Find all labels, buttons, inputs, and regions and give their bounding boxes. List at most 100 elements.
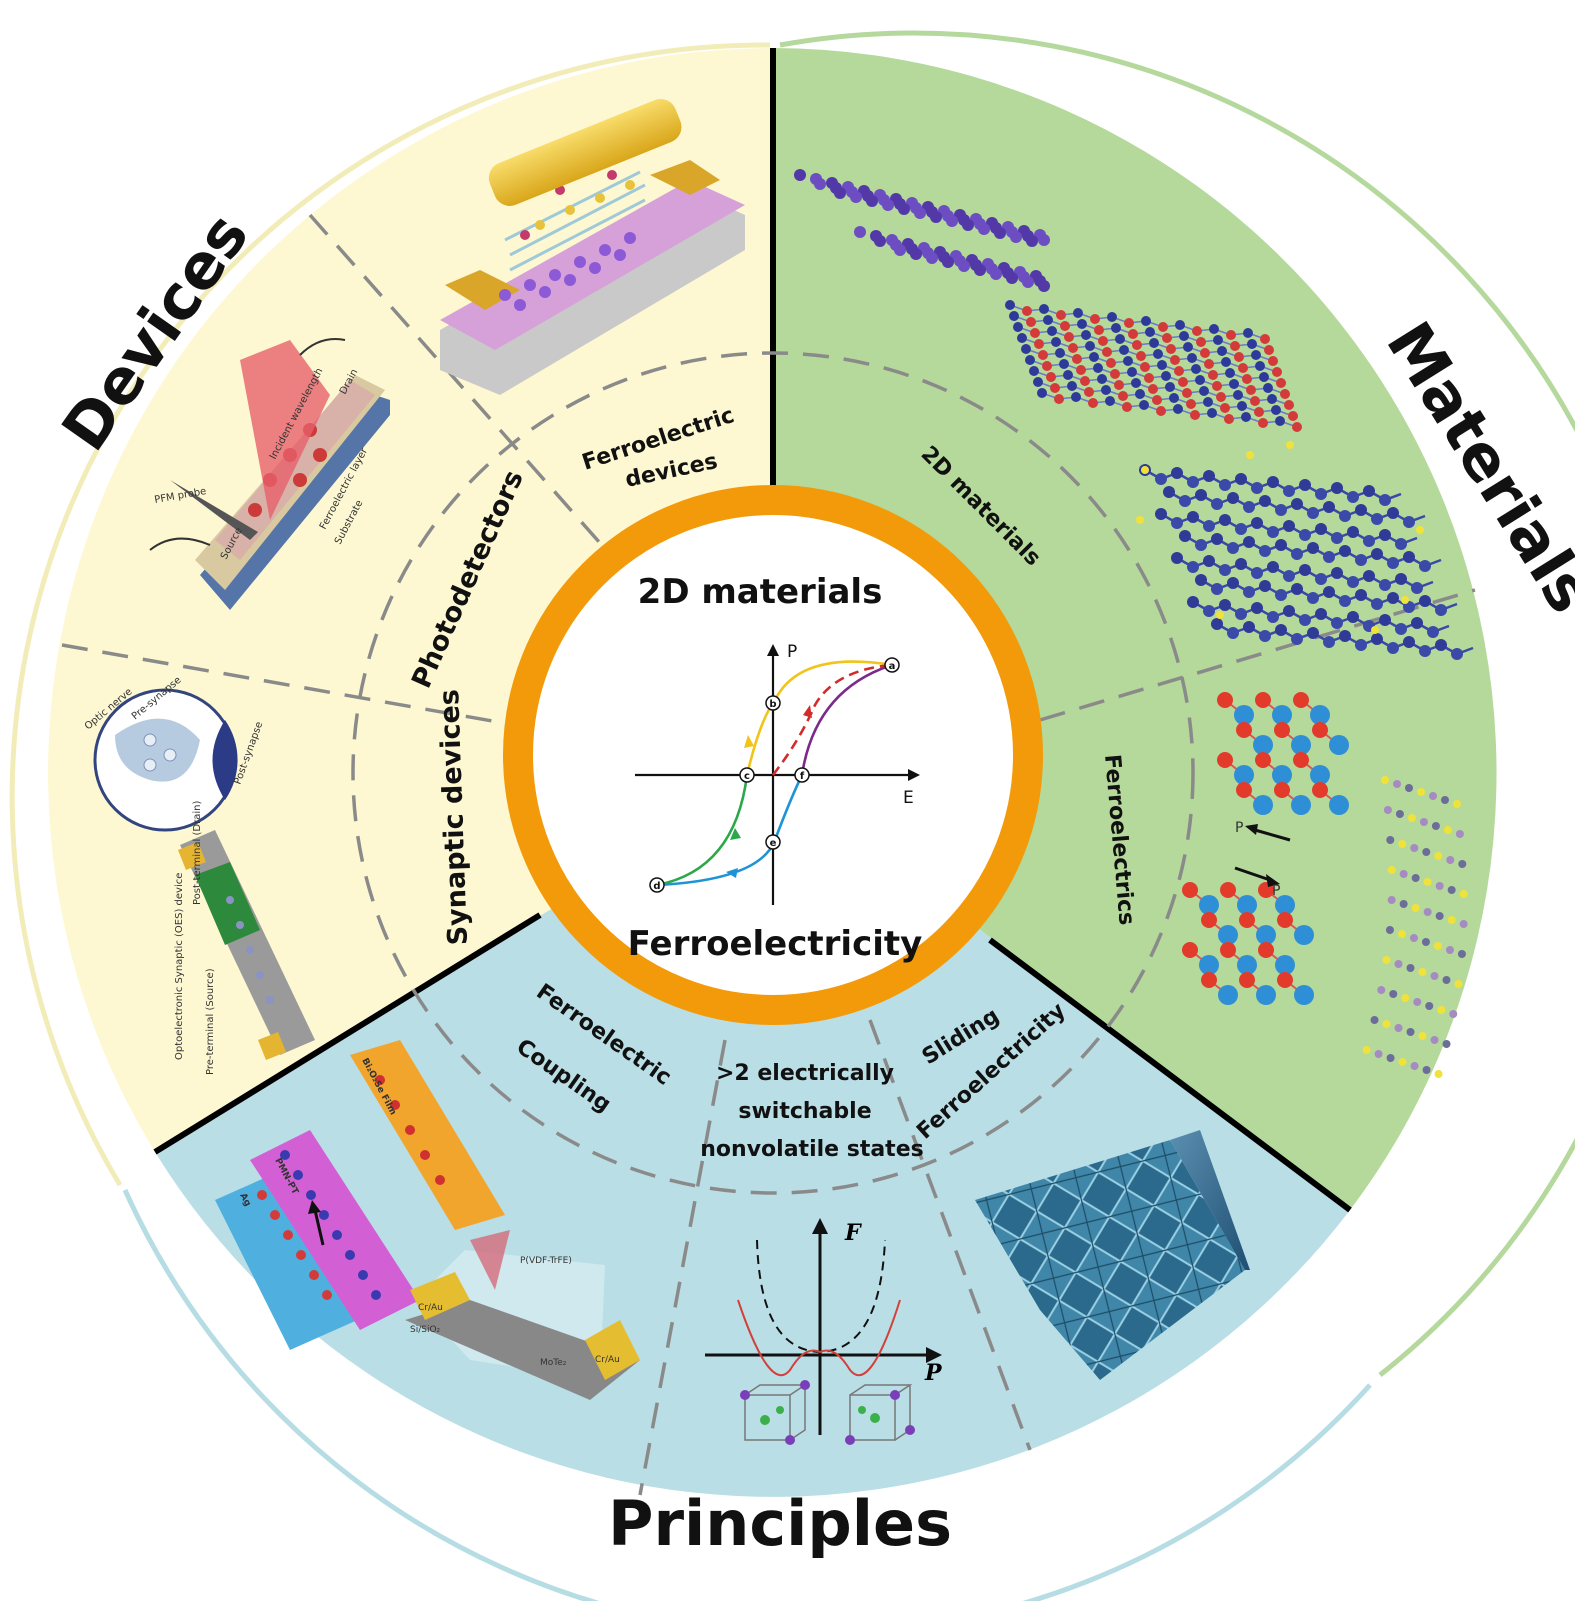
atom <box>1275 955 1295 975</box>
atom <box>1422 1066 1431 1074</box>
atom <box>1166 344 1176 354</box>
atom <box>1458 860 1467 868</box>
atom <box>1237 401 1247 411</box>
atom <box>1089 352 1099 362</box>
atom <box>1127 367 1137 377</box>
atom <box>1395 573 1407 585</box>
atom <box>1203 397 1213 407</box>
atom <box>1013 322 1023 332</box>
atom <box>1443 826 1452 834</box>
atom <box>990 268 1002 280</box>
atom <box>1398 840 1407 848</box>
atom <box>1251 482 1263 494</box>
atom <box>1025 355 1035 365</box>
atom <box>1401 596 1409 604</box>
atom <box>1275 624 1287 636</box>
atom <box>1171 517 1183 529</box>
atom <box>1435 882 1444 890</box>
atom <box>1170 355 1180 365</box>
atom <box>1293 692 1309 708</box>
atom <box>1379 494 1391 506</box>
atom <box>1195 375 1205 385</box>
atom <box>1169 393 1179 403</box>
atom <box>1258 942 1274 958</box>
atom <box>1182 882 1198 898</box>
atom <box>1435 912 1444 920</box>
atom <box>1422 848 1431 856</box>
atom <box>1026 317 1036 327</box>
atom <box>1217 692 1233 708</box>
atom <box>1247 339 1257 349</box>
atom <box>794 169 806 181</box>
ferroelectric-chain-structure <box>1182 692 1349 1005</box>
atom <box>1077 319 1087 329</box>
ferroelectric-device-illustration <box>440 98 745 395</box>
atom <box>1033 377 1043 387</box>
atom <box>1179 495 1191 507</box>
atom <box>1310 765 1330 785</box>
atom <box>1234 352 1244 362</box>
atom <box>1272 765 1292 785</box>
atom <box>1203 470 1215 482</box>
atom <box>1110 369 1120 379</box>
atom <box>882 199 894 211</box>
atom <box>1255 361 1265 371</box>
atom <box>1157 360 1167 370</box>
atom <box>1097 374 1107 384</box>
atom <box>1413 998 1422 1006</box>
atom <box>1165 382 1175 392</box>
atom <box>1416 526 1424 534</box>
atom <box>1238 363 1248 373</box>
atom <box>1276 378 1286 388</box>
atom <box>1355 504 1367 516</box>
atom <box>1283 485 1295 497</box>
atom <box>1148 384 1158 394</box>
atom <box>1251 517 1263 529</box>
atom <box>1105 396 1115 406</box>
atom <box>1227 542 1239 554</box>
atom <box>1347 526 1359 538</box>
atom <box>1283 520 1295 532</box>
point-c: c <box>744 771 750 782</box>
atom <box>1403 551 1415 563</box>
atom <box>1339 510 1351 522</box>
atom <box>1307 627 1319 639</box>
atom <box>1187 353 1197 363</box>
atom <box>1199 386 1209 396</box>
atom <box>1155 508 1167 520</box>
atom <box>1191 364 1201 374</box>
atom <box>1437 1006 1446 1014</box>
arrow-label-p-2: P <box>1272 883 1280 899</box>
atom <box>1331 532 1343 544</box>
atom <box>1219 479 1231 491</box>
atom <box>1251 602 1263 614</box>
atom <box>1085 341 1095 351</box>
atom <box>1080 376 1090 386</box>
atom <box>1243 328 1253 338</box>
atom <box>1124 318 1134 328</box>
atom <box>1219 514 1231 526</box>
divider-devices-b <box>61 643 516 727</box>
atom <box>1453 800 1461 808</box>
atom <box>1277 912 1293 928</box>
atom <box>1234 705 1254 725</box>
point-a: a <box>889 661 896 672</box>
atom <box>1179 331 1189 341</box>
atom <box>1395 623 1407 635</box>
atom <box>1339 545 1351 557</box>
atom <box>1200 348 1210 358</box>
atom <box>1243 501 1255 513</box>
atom <box>1071 392 1081 402</box>
atom <box>1043 315 1053 325</box>
atom <box>1233 390 1243 400</box>
atom <box>1114 380 1124 390</box>
materials-sector <box>773 48 1497 1210</box>
atom <box>1236 722 1252 738</box>
atom <box>1039 304 1049 314</box>
atom <box>994 227 1006 239</box>
atom <box>1017 333 1027 343</box>
atom <box>1288 411 1298 421</box>
atom <box>1272 705 1292 725</box>
atom <box>1123 356 1133 366</box>
atom <box>1118 391 1128 401</box>
